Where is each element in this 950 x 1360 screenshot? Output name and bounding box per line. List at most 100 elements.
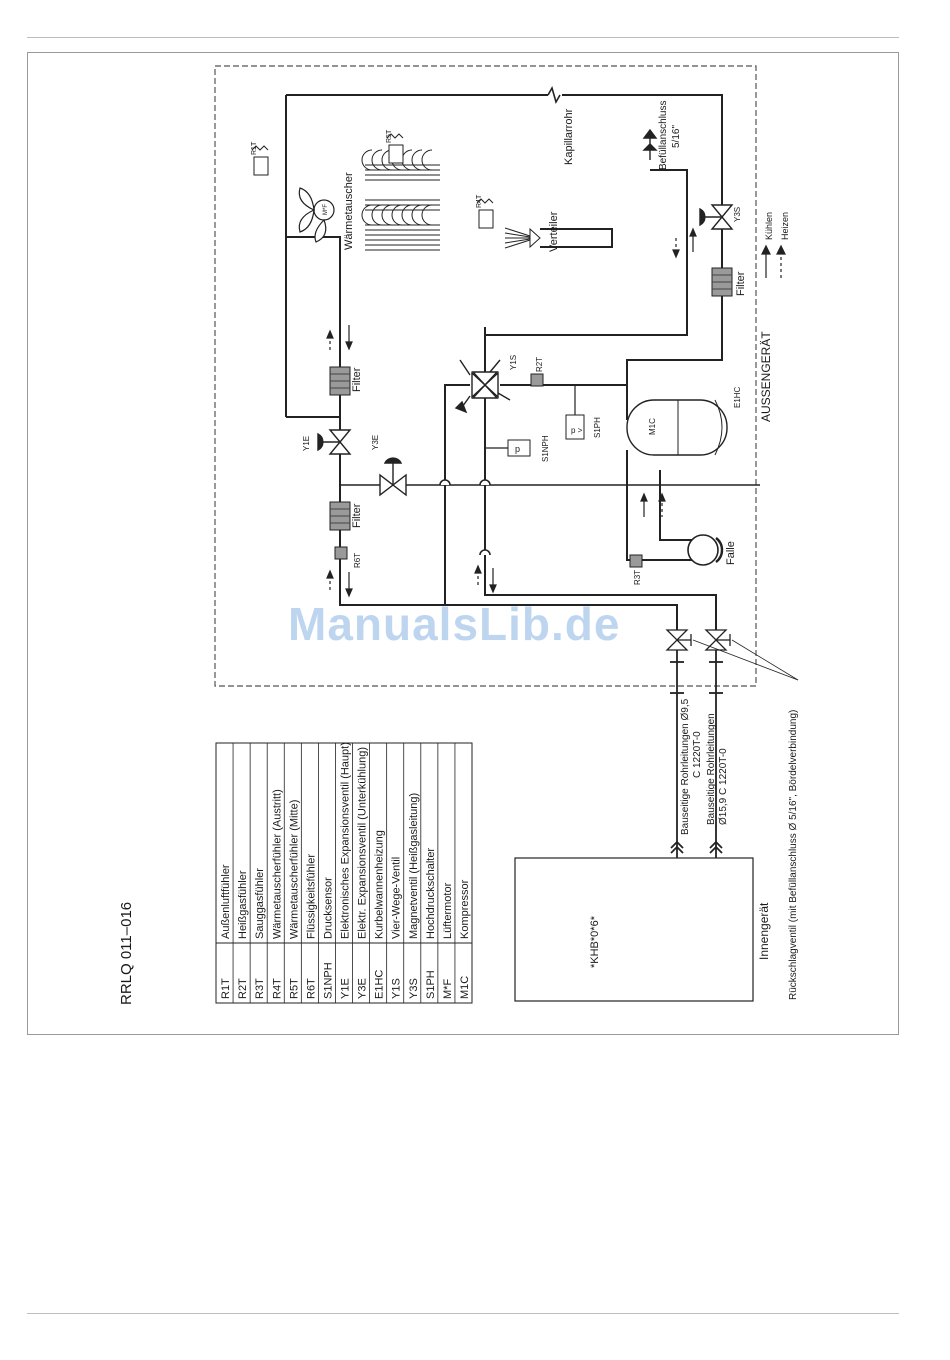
indoor-unit-label: Innengerät	[757, 902, 771, 960]
thermistor-r5t	[386, 133, 404, 164]
thermistor-r1t	[251, 145, 269, 176]
outdoor-unit-boundary	[214, 65, 757, 687]
legend-code: S1NPH	[322, 962, 334, 999]
r1t-tag: R1T	[251, 141, 258, 155]
legend-description: Elektr. Expansionsventil (Unterkühlung)	[357, 747, 369, 939]
legend-description: Kurbelwannenheizung	[374, 830, 386, 939]
muffler-label: Falle	[725, 541, 737, 565]
heating-label: Heizen	[780, 212, 790, 240]
pressure-sensor-s1nph: p	[485, 439, 531, 457]
legend-description: Vier-Wege-Ventil	[391, 857, 403, 939]
check-valve-liquid	[665, 629, 692, 651]
expansion-valve-y1e	[317, 429, 352, 455]
watermark: ManualsLib.de	[288, 598, 621, 650]
field-pipe-liquid-label-2: C 1220T-0	[692, 731, 703, 778]
legend-description: Kompressor	[459, 879, 471, 939]
legend-description: Wärmetauscherfühler (Mitte)	[288, 800, 300, 939]
filter-right-label: Filter	[735, 271, 747, 296]
filter-middle	[329, 501, 351, 531]
charging-port	[642, 128, 658, 160]
legend-description: Wärmetauscherfühler (Austritt)	[271, 789, 283, 939]
legend-description: Sauggasfühler	[254, 868, 266, 939]
e1hc-tag: E1HC	[733, 386, 742, 408]
filter-right	[711, 267, 733, 297]
legend-code: R2T	[237, 978, 249, 999]
s1nph-tag: S1NPH	[541, 435, 550, 462]
distributor	[504, 227, 541, 249]
legend-description: Heißgasfühler	[237, 870, 249, 939]
filter-middle-label: Filter	[351, 503, 363, 528]
legend-code: R5T	[288, 978, 300, 999]
legend-description: Flüssigkeitsfühler	[305, 854, 317, 939]
muffler-falle	[687, 534, 724, 566]
legend-code: R4T	[271, 978, 283, 999]
svg-text:p >: p >	[571, 426, 583, 435]
s1ph-tag: S1PH	[593, 417, 602, 438]
legend-code: R3T	[254, 978, 266, 999]
y3s-tag: Y3S	[733, 207, 742, 222]
sensor-r3t	[629, 554, 643, 568]
m1c-tag: M1C	[648, 418, 657, 435]
field-pipes	[670, 648, 723, 858]
check-valve-label: Rückschlagventil (mit Befüllanschluss Ø …	[788, 710, 799, 1000]
mf-tag: M*F	[323, 204, 329, 215]
svg-text:p: p	[515, 444, 520, 454]
legend-description: Lüftermotor	[442, 882, 454, 939]
flow-direction-legend	[761, 244, 786, 278]
y1e-tag: Y1E	[302, 436, 311, 451]
charging-port-label: Befüllanschluss	[658, 101, 669, 170]
r3t-tag: R3T	[633, 570, 642, 585]
legend-code: Y1S	[391, 978, 403, 999]
legend-description: Magnetventil (Heißgasleitung)	[408, 793, 420, 939]
y3e-tag: Y3E	[371, 435, 380, 450]
outdoor-unit-label: AUSSENGERÄT	[759, 331, 773, 422]
r2t-tag: R2T	[535, 357, 544, 372]
legend-description: Hochdruckschalter	[425, 848, 437, 939]
compressor-m1c	[626, 399, 728, 456]
four-way-valve-y1s	[454, 359, 511, 414]
capillary-tube	[547, 85, 561, 105]
expansion-valve-y3e	[379, 457, 407, 497]
r5t-tag: R5T	[386, 129, 393, 143]
charging-port-size: 5/16"	[671, 125, 682, 148]
cooling-label: Kühlen	[764, 212, 774, 240]
heat-exchanger-label: Wärmetauscher	[343, 172, 355, 250]
heat-exchanger-coil	[361, 149, 440, 251]
filter-top	[329, 366, 351, 396]
r6t-tag: R6T	[353, 553, 362, 568]
legend-code: Y1E	[340, 978, 352, 999]
field-pipe-liquid-label-1: Bauseitige Rohrleitungen Ø9,5	[680, 698, 691, 835]
legend-code: R1T	[220, 978, 232, 999]
legend-description: Außenluftfühler	[220, 864, 232, 939]
thermistor-r4t	[476, 198, 494, 229]
legend-code: R6T	[305, 978, 317, 999]
legend-code: M1C	[459, 976, 471, 999]
y1s-tag: Y1S	[509, 355, 518, 370]
field-pipe-gas-label-1: Bauseitige Rohrleitungen	[706, 713, 717, 825]
document-code: RRLQ 011–016	[118, 902, 135, 1005]
legend-code: S1PH	[425, 970, 437, 999]
legend-description: Elektronisches Expansionsventil (Haupt)	[340, 742, 352, 939]
diagram-frame	[27, 52, 899, 1035]
r4t-tag: R4T	[476, 194, 483, 208]
pressure-switch-s1ph: p >	[565, 385, 585, 440]
check-valve-leaders	[692, 639, 799, 681]
indoor-unit-box	[514, 857, 754, 1002]
field-pipe-gas-label-2: Ø15,9 C 1220T-0	[718, 748, 729, 825]
indoor-model-label: *KHB*0*6*	[589, 915, 601, 968]
legend-code: M*F	[442, 979, 454, 999]
bottom-rule	[27, 1313, 899, 1314]
check-valve-gas	[704, 629, 731, 651]
fan-motor-mf	[298, 187, 335, 243]
capillary-label: Kapillarrohr	[563, 108, 575, 165]
distributor-label: Verteiler	[548, 211, 560, 252]
legend-description: Drucksensor	[322, 877, 334, 939]
sensor-r6t	[334, 546, 348, 560]
solenoid-valve-y3s	[699, 204, 734, 230]
legend-code: E1HC	[374, 970, 386, 999]
sensor-r2t	[530, 373, 544, 387]
legend-code: Y3E	[357, 978, 369, 999]
flow-arrows	[326, 227, 697, 598]
